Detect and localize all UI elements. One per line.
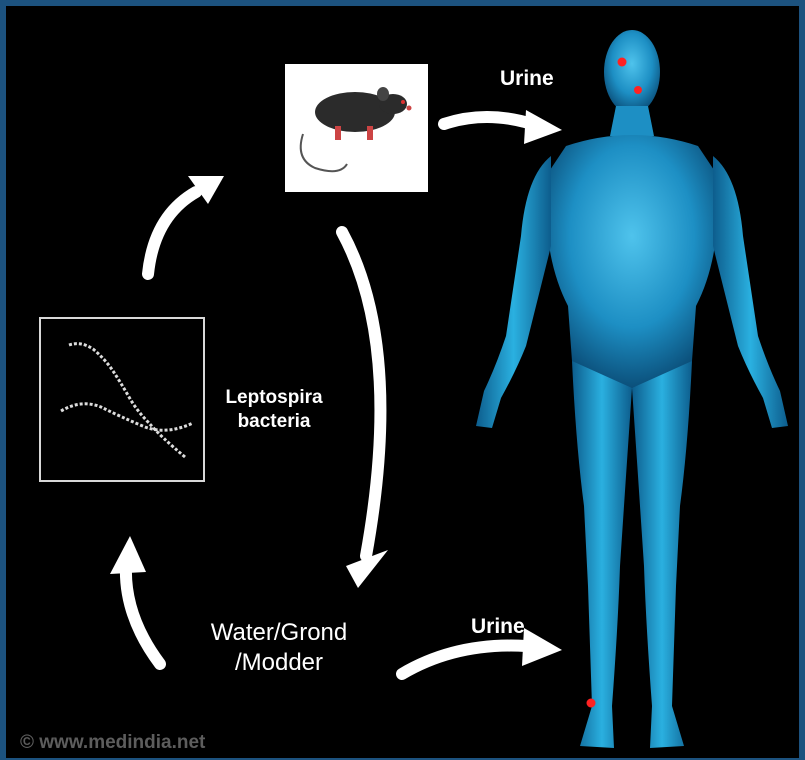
bacteria-label-line1: Leptospira [209,386,339,410]
arrow-urine-top [444,117,532,124]
diagram-canvas: Leptospira bacteria Urine Urine Water/Gr… [6,6,799,758]
urine-label-bottom: Urine [471,615,525,639]
rat-icon [285,64,428,192]
water-label: Water/Grond /Modder [184,618,374,678]
arrow-water-to-bacteria [126,566,160,664]
arrowhead-3 [110,536,146,574]
arrow-urine-bottom [402,646,526,674]
arrowhead-5 [522,628,562,666]
urine-label-top: Urine [500,67,554,91]
copyright-watermark: © www.medindia.net [20,732,205,754]
water-label-line1: Water/Grond [184,618,374,648]
bacteria-label-line2: bacteria [209,410,339,434]
rat-panel [285,64,428,192]
water-label-line2: /Modder [184,648,374,678]
bacteria-label: Leptospira bacteria [209,386,339,434]
arrow-up-to-rat [148,192,196,274]
bacteria-icon [41,319,203,480]
arrowhead-4 [524,110,562,144]
arrow-rat-to-water [342,232,380,556]
bacteria-panel [39,317,205,482]
